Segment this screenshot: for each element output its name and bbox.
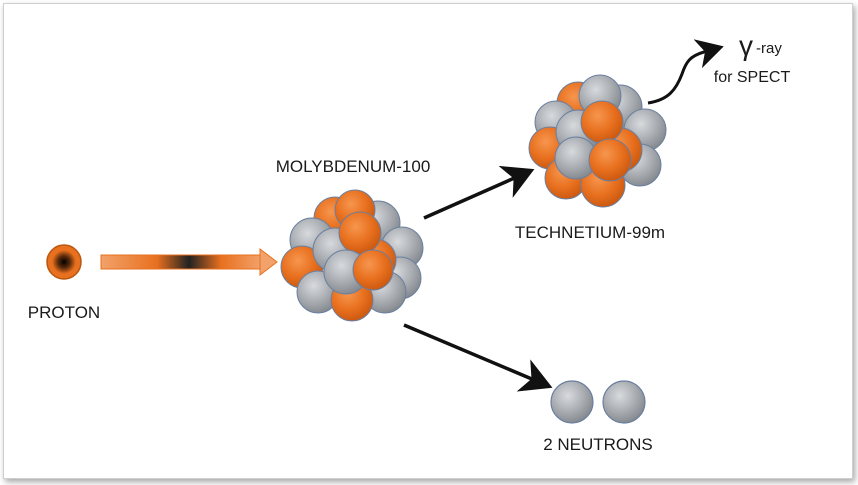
proton-label: PROTON — [28, 303, 100, 322]
molybdenum-label: MOLYBDENUM-100 — [276, 157, 431, 176]
arrow-to-neutrons — [403, 323, 553, 392]
gamma-symbol: γ — [739, 30, 753, 61]
figure-frame — [3, 3, 853, 479]
neutron-pair — [550, 380, 646, 424]
proton-beam-arrow — [100, 247, 278, 277]
gamma-use-label: for SPECT — [714, 69, 791, 86]
gamma-ray-arrow — [647, 39, 724, 105]
neutrons-label: 2 NEUTRONS — [543, 435, 653, 454]
neutron-1 — [550, 380, 594, 424]
gamma-ray-label: -ray — [756, 40, 782, 57]
molybdenum-nucleus — [280, 189, 424, 322]
technetium-nucleus — [528, 74, 667, 208]
proton-particle — [46, 244, 82, 280]
neutron-2 — [602, 380, 646, 424]
arrow-to-technetium — [423, 165, 535, 220]
technetium-label: TECHNETIUM-99m — [515, 223, 665, 242]
